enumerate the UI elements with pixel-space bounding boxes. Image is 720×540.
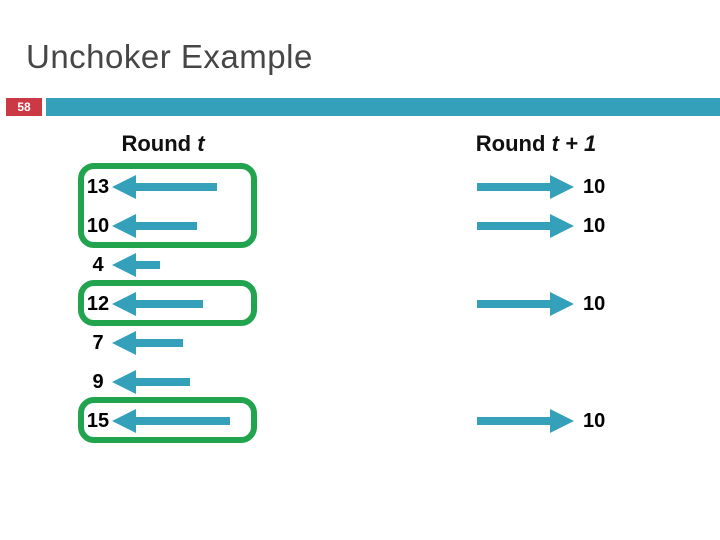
right-arrow-shaft xyxy=(477,417,554,425)
peer-value: 7 xyxy=(92,332,104,354)
upload-value: 10 xyxy=(583,293,606,315)
upload-value: 10 xyxy=(583,215,606,237)
left-arrow-shaft xyxy=(132,261,160,269)
unchoke-box xyxy=(78,280,257,326)
right-arrow-shaft xyxy=(477,300,554,308)
peer-value: 4 xyxy=(92,254,104,276)
left-arrow-icon xyxy=(112,175,217,199)
slide-number-badge: 58 xyxy=(6,98,42,116)
left-arrow-icon xyxy=(112,331,183,355)
right-header-text: Round xyxy=(475,131,552,156)
peer-value: 12 xyxy=(86,293,110,315)
left-column-header: Round t xyxy=(78,132,248,156)
right-arrowhead xyxy=(550,409,574,433)
right-arrowhead xyxy=(550,214,574,238)
right-arrow-icon xyxy=(477,292,574,316)
right-arrowhead xyxy=(550,175,574,199)
header-bar xyxy=(46,98,720,116)
right-arrow-icon xyxy=(477,175,574,199)
left-arrow-icon xyxy=(112,253,160,277)
left-arrow-icon xyxy=(112,292,203,316)
right-header-italic: t + 1 xyxy=(551,131,597,156)
left-arrow-shaft xyxy=(132,183,217,191)
right-arrow-shaft xyxy=(477,183,554,191)
left-header-text: Round xyxy=(121,131,198,156)
peer-value: 10 xyxy=(86,215,110,237)
left-arrow-shaft xyxy=(132,300,203,308)
left-arrow-shaft xyxy=(132,339,183,347)
unchoke-box xyxy=(78,163,257,248)
right-arrow-shaft xyxy=(477,222,554,230)
right-arrow-icon xyxy=(477,409,574,433)
upload-value: 10 xyxy=(583,410,606,432)
left-arrow-shaft xyxy=(132,378,190,386)
right-arrowhead xyxy=(550,292,574,316)
left-header-italic: t xyxy=(197,131,205,156)
peer-value: 9 xyxy=(92,371,104,393)
peer-value: 15 xyxy=(86,410,110,432)
unchoke-box xyxy=(78,397,257,443)
slide-title: Unchoker Example xyxy=(26,38,313,75)
left-arrow-shaft xyxy=(132,417,230,425)
left-arrow-icon xyxy=(112,409,230,433)
left-arrow-shaft xyxy=(132,222,197,230)
right-column-header: Round t + 1 xyxy=(451,132,621,156)
upload-value: 10 xyxy=(583,176,606,198)
peer-value: 13 xyxy=(86,176,110,198)
left-arrow-icon xyxy=(112,214,197,238)
left-arrow-icon xyxy=(112,370,190,394)
right-arrow-icon xyxy=(477,214,574,238)
